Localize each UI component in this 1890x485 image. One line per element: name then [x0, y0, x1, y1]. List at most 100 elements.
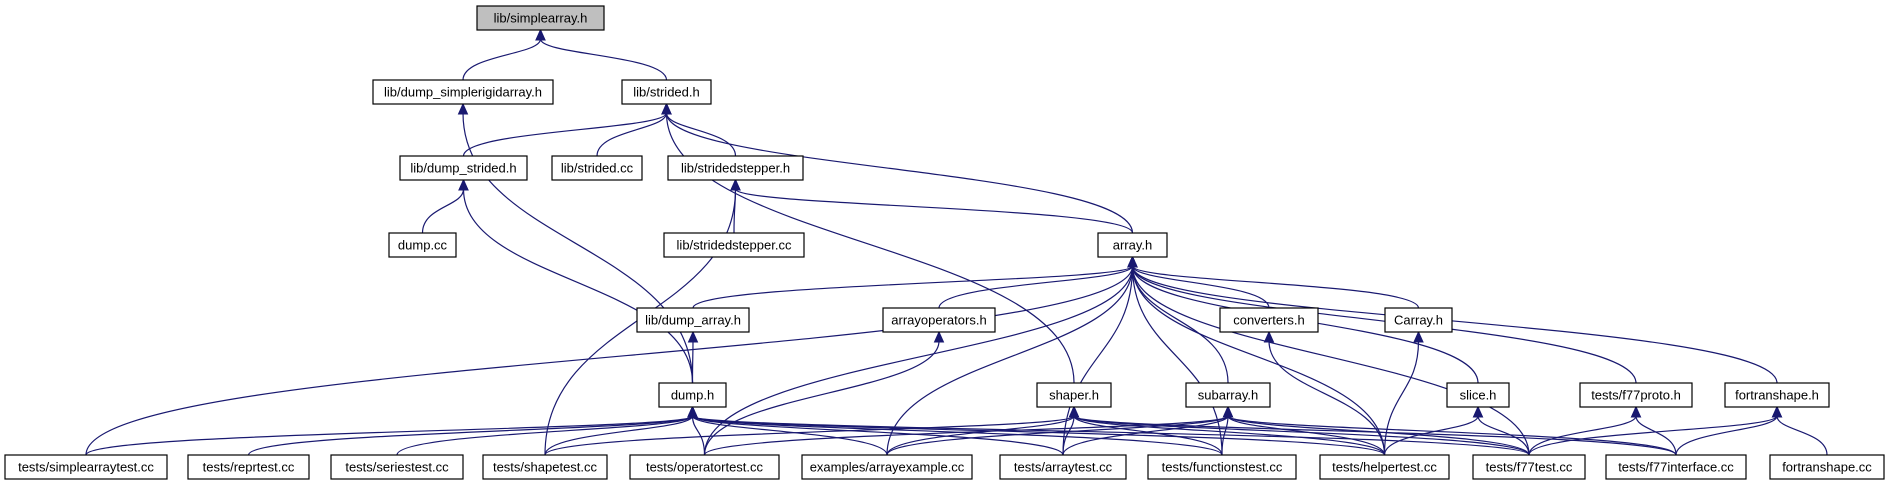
node-box — [621, 79, 712, 105]
node-slice-h[interactable]: slice.h — [1446, 382, 1510, 408]
arrowhead-strided-h — [661, 102, 672, 115]
arrowhead-carray-h — [1413, 330, 1424, 343]
node-label: tests/reprtest.cc — [203, 460, 295, 475]
node-label: tests/f77proto.h — [1591, 388, 1681, 403]
node-shapetest-cc[interactable]: tests/shapetest.cc — [482, 454, 608, 480]
node-box — [658, 382, 727, 408]
node-fortranshape-cc[interactable]: fortranshape.cc — [1769, 454, 1885, 480]
node-label: lib/stridedstepper.cc — [677, 238, 792, 253]
edge-simplearraytest-cc-to-dump-h — [85, 415, 694, 456]
node-label: converters.h — [1233, 313, 1305, 328]
edge-dump-simplerigidarray-h-to-simplearray-h — [462, 38, 542, 81]
node-f77test-cc[interactable]: tests/f77test.cc — [1472, 454, 1586, 480]
edge-arrayexample-cc-to-dump-h — [691, 415, 888, 456]
edge-f77test-cc-to-f77proto-h — [1528, 415, 1637, 456]
edge-converters-h-to-array-h — [1131, 265, 1270, 309]
edge-shapetest-cc-to-dump-h — [544, 415, 694, 456]
node-box — [636, 307, 750, 333]
edge-dump-h-to-dump-simplerigidarray-h — [462, 112, 694, 384]
edge-array-h-to-stridedstepper-h — [734, 188, 1134, 234]
edge-functionstest-cc-to-subarray-h — [1221, 415, 1229, 456]
node-box — [1724, 382, 1830, 408]
node-shaper-h[interactable]: shaper.h — [1036, 382, 1112, 408]
node-dump-h[interactable]: dump.h — [658, 382, 727, 408]
edge-fortranshape-cc-to-fortranshape-h — [1776, 415, 1828, 456]
edge-dump-h-to-dump-array-h — [691, 340, 694, 384]
edge-seriestest-cc-to-dump-h — [396, 415, 694, 456]
edge-stridedstepper-h-to-strided-h — [665, 112, 737, 157]
arrowhead-dump-array-h — [687, 330, 699, 343]
node-label: dump.cc — [398, 238, 448, 253]
node-stridedstepper-cc[interactable]: lib/stridedstepper.cc — [663, 232, 805, 258]
node-arraytest-cc[interactable]: tests/arraytest.cc — [999, 454, 1127, 480]
node-strided-cc[interactable]: lib/strided.cc — [551, 155, 643, 181]
arrowhead-stridedstepper-h — [730, 178, 741, 191]
node-dump-cc[interactable]: dump.cc — [388, 232, 457, 258]
edge-helpertest-cc-to-subarray-h — [1227, 415, 1386, 456]
node-helpertest-cc[interactable]: tests/helpertest.cc — [1319, 454, 1450, 480]
node-label: tests/arraytest.cc — [1014, 460, 1113, 475]
node-arrayexample-cc[interactable]: examples/arrayexample.cc — [801, 454, 973, 480]
edge-helpertest-cc-to-converters-h — [1268, 340, 1386, 456]
edge-f77interface-cc-to-fortranshape-h — [1675, 415, 1778, 456]
edge-array-h-to-strided-h — [665, 112, 1134, 234]
node-subarray-h[interactable]: subarray.h — [1185, 382, 1271, 408]
node-box — [1147, 454, 1297, 480]
edge-f77test-cc-to-fortranshape-h — [1528, 415, 1778, 456]
node-simplearraytest-cc[interactable]: tests/simplearraytest.cc — [4, 454, 168, 480]
node-reprtest-cc[interactable]: tests/reprtest.cc — [187, 454, 310, 480]
edge-f77test-cc-to-array-h — [1131, 265, 1530, 456]
node-stridedstepper-h[interactable]: lib/stridedstepper.h — [667, 155, 804, 181]
node-label: lib/strided.h — [633, 85, 699, 100]
node-carray-h[interactable]: Carray.h — [1384, 307, 1453, 333]
node-strided-h[interactable]: lib/strided.h — [621, 79, 712, 105]
node-fortranshape-h[interactable]: fortranshape.h — [1724, 382, 1830, 408]
edge-carray-h-to-array-h — [1131, 265, 1420, 309]
node-label: arrayoperators.h — [891, 313, 986, 328]
node-label: lib/stridedstepper.h — [681, 161, 790, 176]
node-label: lib/dump_array.h — [645, 313, 741, 328]
node-label: tests/f77test.cc — [1486, 460, 1573, 475]
node-box — [1185, 382, 1271, 408]
node-label: tests/helpertest.cc — [1332, 460, 1437, 475]
edge-reprtest-cc-to-dump-h — [247, 415, 694, 456]
node-label: fortranshape.cc — [1782, 460, 1872, 475]
edge-strided-cc-to-strided-h — [596, 112, 668, 157]
edge-arrayoperators-h-to-array-h — [938, 265, 1134, 309]
node-array-h[interactable]: array.h — [1097, 232, 1168, 258]
node-label: lib/dump_simplerigidarray.h — [384, 85, 542, 100]
edges-layer — [85, 28, 1828, 456]
node-box — [1579, 382, 1693, 408]
node-simplearray-h[interactable]: lib/simplearray.h — [476, 5, 605, 31]
edge-helpertest-cc-to-shaper-h — [1073, 415, 1386, 456]
node-dump-array-h[interactable]: lib/dump_array.h — [636, 307, 750, 333]
edge-shapetest-cc-to-shaper-h — [544, 415, 1075, 456]
node-dump-simplerigidarray-h[interactable]: lib/dump_simplerigidarray.h — [372, 79, 554, 105]
edge-f77proto-h-to-array-h — [1131, 265, 1637, 384]
node-box — [476, 5, 605, 31]
node-functionstest-cc[interactable]: tests/functionstest.cc — [1147, 454, 1297, 480]
node-f77interface-cc[interactable]: tests/f77interface.cc — [1605, 454, 1747, 480]
node-box — [1472, 454, 1586, 480]
node-box — [1769, 454, 1885, 480]
node-label: fortranshape.h — [1735, 388, 1819, 403]
node-converters-h[interactable]: converters.h — [1219, 307, 1319, 333]
node-box — [801, 454, 973, 480]
node-operatortest-cc[interactable]: tests/operatortest.cc — [629, 454, 780, 480]
edge-f77test-cc-to-dump-h — [691, 415, 1530, 456]
node-label: slice.h — [1460, 388, 1497, 403]
node-label: lib/strided.cc — [561, 161, 634, 176]
node-arrayoperators-h[interactable]: arrayoperators.h — [882, 307, 996, 333]
arrowhead-subarray-h — [1222, 405, 1234, 418]
node-f77proto-h[interactable]: tests/f77proto.h — [1579, 382, 1693, 408]
node-box — [882, 307, 996, 333]
edge-fortranshape-h-to-array-h — [1131, 265, 1778, 384]
edge-f77interface-cc-to-f77proto-h — [1635, 415, 1677, 456]
node-box — [388, 232, 457, 258]
edge-arraytest-cc-to-shaper-h — [1062, 415, 1075, 456]
node-seriestest-cc[interactable]: tests/seriestest.cc — [330, 454, 464, 480]
node-dump-strided-h[interactable]: lib/dump_strided.h — [399, 155, 528, 181]
arrowhead-arrayoperators-h — [933, 330, 945, 343]
edge-arraytest-cc-to-array-h — [1062, 265, 1134, 456]
